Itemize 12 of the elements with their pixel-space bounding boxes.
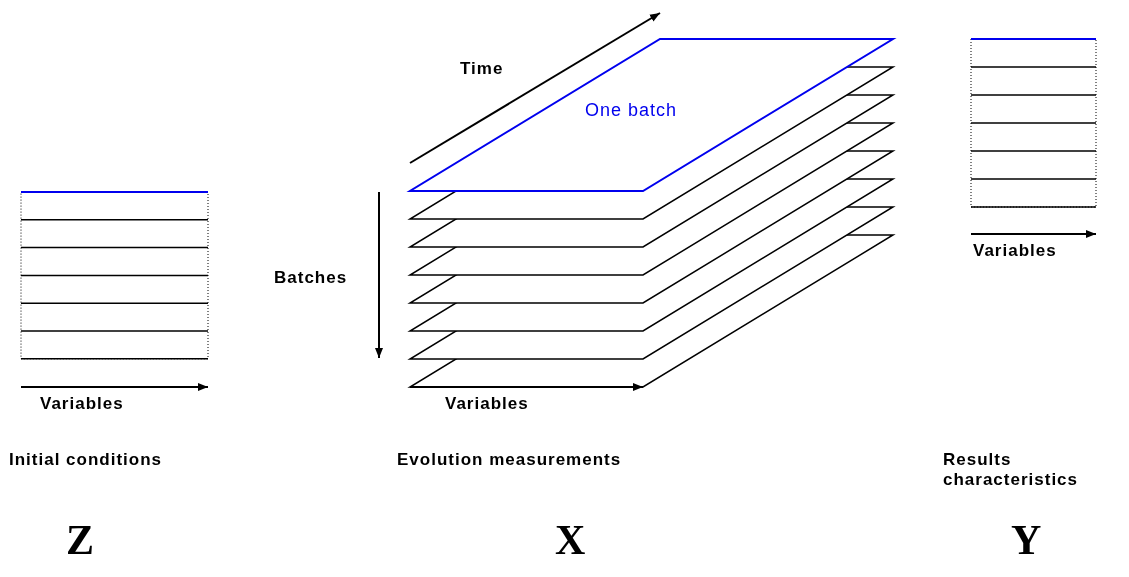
axis-label: Variables [445, 394, 529, 415]
matrix-symbol: Z [66, 516, 94, 565]
axis-label: Variables [40, 394, 124, 415]
caption: Evolution measurements [397, 450, 622, 471]
axis-label: Time [460, 59, 504, 80]
matrix-symbol: X [555, 516, 586, 565]
slab-label: One batch [585, 100, 678, 120]
axis-label: Batches [274, 268, 348, 289]
caption: Results characteristics [943, 450, 1080, 491]
caption: Initial conditions [9, 450, 163, 471]
axis-label: Variables [973, 241, 1057, 262]
matrix-symbol: Y [1011, 516, 1042, 565]
